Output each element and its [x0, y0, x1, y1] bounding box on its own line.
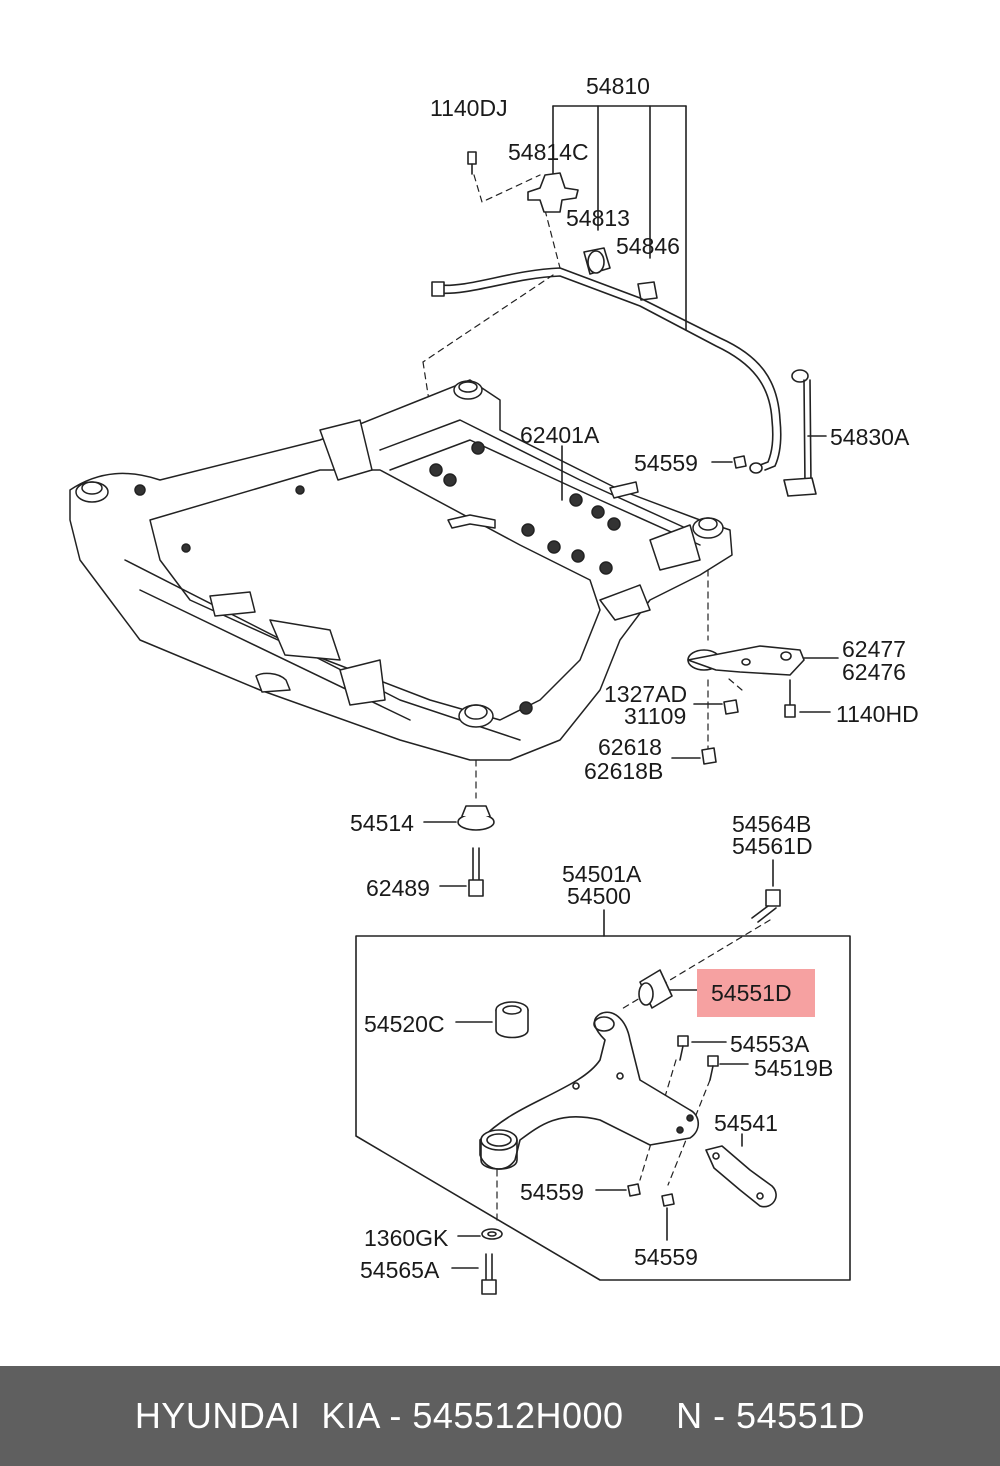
bracket-54814C: [527, 172, 579, 213]
label-1140HD: 1140HD: [836, 701, 919, 727]
washer-1360GK: [481, 1228, 503, 1240]
nut-54559-left: [627, 1183, 641, 1197]
label-62476: 62476: [842, 659, 906, 685]
stabilizer-group-bracket: [552, 105, 687, 331]
label-31109: 31109: [624, 703, 687, 729]
label-62618B: 62618B: [584, 758, 664, 784]
ball-joint-54541: [705, 1145, 777, 1208]
label-62401A: 62401A: [520, 422, 600, 448]
label-54514: 54514: [350, 810, 414, 836]
label-54830A: 54830A: [830, 424, 910, 450]
label-54553A: 54553A: [730, 1031, 810, 1057]
subframe-62401A: [69, 379, 733, 761]
label-1140DJ: 1140DJ: [430, 95, 508, 121]
mount-bracket-62477: [687, 645, 805, 676]
footer-bar: HYUNDAI KIA - 545512H000 N - 54551D: [0, 1366, 1000, 1466]
diagram-drawing: [69, 105, 851, 1295]
lower-control-arm: [479, 1011, 700, 1170]
label-54559-bottom: 54559: [634, 1244, 698, 1270]
label-54846: 54846: [616, 233, 680, 259]
label-54559-left: 54559: [520, 1179, 584, 1205]
bolt-62489: [468, 847, 484, 897]
stabilizer-bar: [431, 267, 782, 471]
bolt-54553A: [677, 1035, 689, 1061]
label-54814C: 54814C: [508, 139, 589, 165]
bushing-54846: [637, 281, 658, 301]
nut-31109: [723, 699, 739, 715]
insulator-54514: [457, 805, 495, 831]
label-54565A: 54565A: [360, 1257, 440, 1283]
label-54564B: 54564B: [732, 811, 812, 837]
bolt-1140DJ: [467, 151, 477, 175]
label-54501A: 54501A: [562, 861, 642, 887]
label-62477: 62477: [842, 636, 906, 662]
bolt-1140HD: [784, 679, 796, 718]
label-54551D: 54551D: [711, 980, 792, 1006]
label-62489: 62489: [366, 875, 430, 901]
highlight-54551D: [697, 969, 815, 1017]
bushing-54520C: [495, 1001, 529, 1039]
nut-62618: [701, 747, 717, 765]
label-54541: 54541: [714, 1110, 778, 1136]
label-54813: 54813: [566, 205, 630, 231]
bolt-54565A: [481, 1253, 497, 1295]
label-62618: 62618: [598, 734, 662, 760]
label-54559-upper: 54559: [634, 450, 698, 476]
label-54500: 54500: [567, 883, 631, 909]
bolt-54564B: [751, 889, 781, 923]
bolt-54519B: [707, 1055, 719, 1081]
parts-diagram: 54810 1140DJ 54814C 54813 54846 62401A 5…: [69, 73, 919, 1295]
label-54519B: 54519B: [754, 1055, 834, 1081]
bushing-54551D: [638, 969, 673, 1009]
bushing-54813: [583, 247, 611, 275]
label-54520C: 54520C: [364, 1011, 445, 1037]
footer-part-numbers: HYUNDAI KIA - 545512H000 N - 54551D: [134, 1395, 866, 1436]
label-1327AD: 1327AD: [604, 681, 688, 707]
label-54810: 54810: [586, 73, 650, 99]
link-54830A: [749, 369, 817, 497]
nut-54559-bottom: [661, 1193, 675, 1207]
label-54561D: 54561D: [732, 833, 813, 859]
lower-arm-group-box: [355, 909, 851, 1281]
nut-54559-upper: [733, 455, 747, 469]
label-1360GK: 1360GK: [364, 1225, 449, 1251]
